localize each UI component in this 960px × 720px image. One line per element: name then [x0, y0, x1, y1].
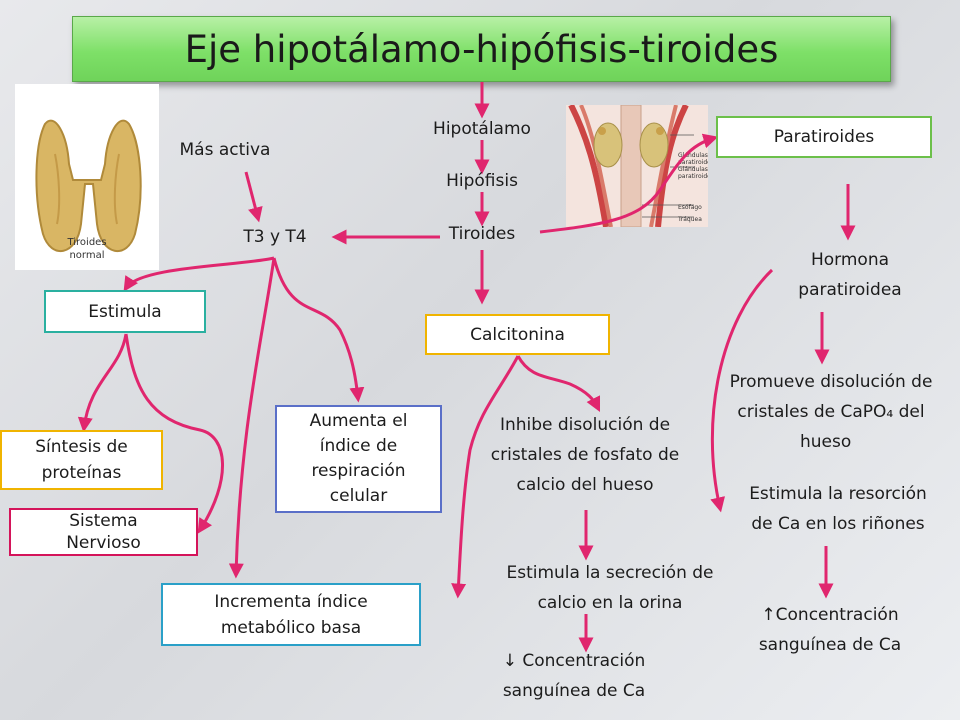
resorcion-line-1: Estimula la resorción	[749, 484, 927, 504]
node-hipotalamo: Hipotálamo	[433, 119, 531, 139]
node-promueve: Promueve disolución de cristales de CaPO…	[706, 367, 956, 457]
arrow-t3t4-aumenta	[272, 257, 365, 403]
conc-down-line-2: sanguínea de Ca	[502, 681, 646, 701]
node-conc-up: ↑Concentración sanguínea de Ca	[740, 600, 920, 660]
thyroid-image: Tiroides normal	[15, 84, 159, 270]
arrow-calcitonina-inhibe	[516, 355, 601, 413]
neck-label-3: Glándulas	[678, 166, 708, 173]
box-estimula: Estimula	[44, 290, 206, 333]
promueve-line-2: cristales de CaPO₄ del	[737, 402, 925, 422]
arrow-mas-activa-t3t4	[244, 171, 263, 223]
aumenta-line-4: celular	[329, 486, 388, 506]
hormona-line-1: Hormona	[810, 250, 890, 270]
estimula-label: Estimula	[88, 301, 162, 322]
box-sintesis: Síntesis de proteínas	[0, 430, 163, 490]
sintesis-line-2: proteínas	[41, 463, 122, 483]
hormona-line-2: paratiroidea	[798, 280, 902, 300]
sistema-line-2: Nervioso	[66, 533, 141, 553]
box-paratiroides: Paratiroides	[716, 116, 932, 158]
node-mas-activa: Más activa	[179, 140, 271, 160]
inhibe-line-3: calcio del hueso	[516, 475, 654, 495]
resorcion-line-2: de Ca en los riñones	[751, 514, 925, 534]
neck-illustration: Glándulas paratiroides Glándulas paratir…	[566, 105, 708, 227]
node-hormona: Hormona paratiroidea	[770, 245, 930, 305]
promueve-line-3: hueso	[800, 432, 852, 452]
aumenta-line-1: Aumenta el	[309, 411, 408, 431]
aumenta-line-3: respiración	[311, 461, 406, 481]
calcitonina-label: Calcitonina	[470, 324, 565, 345]
conc-up-line-1: ↑Concentración	[761, 605, 899, 625]
thyroid-illustration: Tiroides normal	[35, 119, 142, 261]
arrow-t3t4-incrementa	[228, 257, 276, 579]
sistema-line-1: Sistema	[69, 511, 138, 531]
box-incrementa: Incrementa índice metabólico basa	[161, 583, 421, 646]
neck-label-4: paratiroides	[678, 173, 708, 180]
secrecion-line-2: calcio en la orina	[537, 593, 683, 613]
inhibe-line-1: Inhibe disolución de	[499, 415, 671, 435]
sintesis-line-1: Síntesis de	[35, 437, 128, 457]
neck-label-1: Glándulas	[678, 152, 708, 159]
neck-label-2: paratiroides	[678, 159, 708, 166]
node-resorcion: Estimula la resorción de Ca en los riñon…	[726, 479, 950, 539]
box-sistema-nervioso: Sistema Nervioso	[9, 508, 198, 556]
incrementa-line-1: Incrementa índice	[214, 591, 368, 612]
thyroid-caption-2: normal	[69, 250, 104, 261]
aumenta-line-2: índice de	[319, 436, 398, 456]
neck-label-5: Esófago	[678, 204, 702, 211]
title-box: Eje hipotálamo-hipófisis-tiroides	[72, 16, 891, 82]
node-inhibe: Inhibe disolución de cristales de fosfat…	[470, 410, 700, 500]
neck-anatomy-image: Glándulas paratiroides Glándulas paratir…	[566, 105, 708, 227]
node-hipofisis: Hipófisis	[446, 171, 518, 191]
conc-down-line-1: ↓ Concentración	[502, 651, 646, 671]
neck-label-6: Tráquea	[677, 216, 702, 223]
page-title: Eje hipotálamo-hipófisis-tiroides	[184, 27, 779, 71]
conc-up-line-2: sanguínea de Ca	[758, 635, 902, 655]
box-calcitonina: Calcitonina	[425, 314, 610, 355]
node-tiroides: Tiroides	[448, 224, 516, 244]
box-aumenta: Aumenta el índice de respiración celular	[275, 405, 442, 513]
secrecion-line-1: Estimula la secreción de	[506, 563, 714, 583]
node-conc-down: ↓ Concentración sanguínea de Ca	[484, 646, 664, 706]
node-t3t4: T3 y T4	[243, 227, 307, 247]
paratiroides-label: Paratiroides	[773, 127, 875, 147]
node-secrecion: Estimula la secreción de calcio en la or…	[480, 558, 740, 618]
thyroid-caption-1: Tiroides	[66, 237, 106, 248]
promueve-line-1: Promueve disolución de	[729, 372, 933, 392]
inhibe-line-2: cristales de fosfato de	[490, 445, 680, 465]
incrementa-line-2: metabólico basa	[220, 617, 362, 638]
arrow-estimula-sintesis	[77, 333, 128, 433]
